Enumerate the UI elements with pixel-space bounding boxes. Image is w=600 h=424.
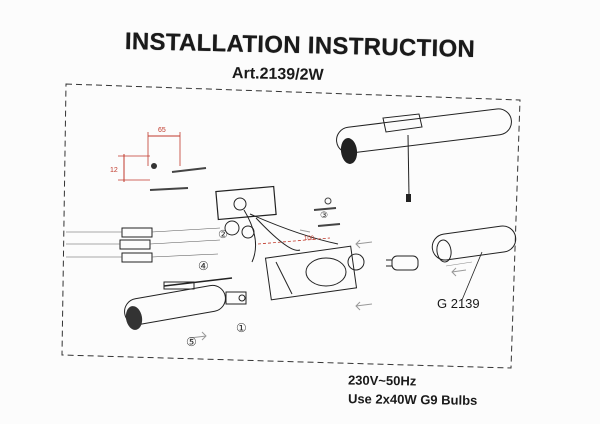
step-marker-3: ③	[320, 210, 328, 220]
glass-tube-left	[124, 284, 226, 330]
assembled-lamp-drawing	[336, 108, 512, 202]
step-marker-4: ④	[198, 259, 209, 273]
dimension-side-label: 12	[110, 167, 118, 174]
step-marker-1: ①	[236, 321, 247, 335]
voltage-spec: 230V~50Hz	[347, 372, 417, 389]
bulb-spec: Use 2x40W G9 Bulbs	[347, 391, 478, 408]
dimension-top-label: 65	[158, 127, 166, 134]
g9-bulb	[386, 255, 419, 271]
mounting-bracket	[215, 185, 339, 263]
screwdriver	[163, 277, 233, 290]
wall-mount-dimensions	[118, 132, 207, 191]
screws	[313, 197, 341, 227]
dimension-mid-label: 100	[304, 236, 315, 242]
dashed-frame	[61, 83, 521, 369]
end-cap	[225, 291, 247, 305]
terminal-blocks	[66, 227, 221, 263]
step-marker-2: ②	[218, 229, 228, 241]
glass-tube-right	[431, 225, 517, 301]
part-reference: G 2139	[437, 296, 480, 311]
step-marker-5: ⑤	[186, 335, 197, 349]
lamp-body-open	[264, 245, 365, 301]
direction-arrows	[189, 229, 467, 341]
